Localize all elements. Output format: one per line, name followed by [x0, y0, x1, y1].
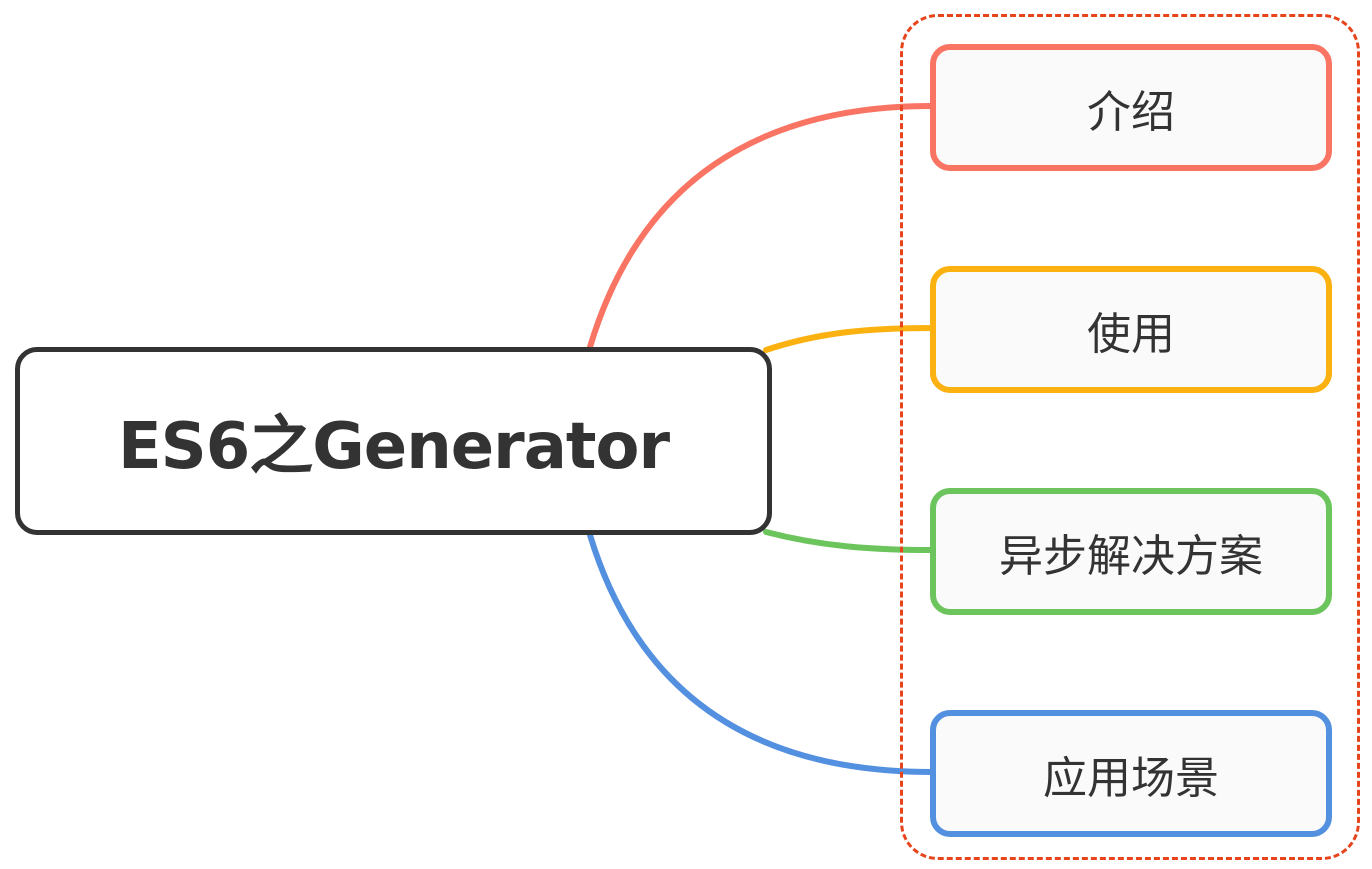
root-node[interactable]: ES6之Generator [15, 347, 772, 535]
connector-intro [587, 103, 935, 350]
topic-label-intro: 介绍 [1087, 86, 1175, 138]
topic-group-frame [900, 14, 1360, 860]
topic-node-async-solution[interactable]: 异步解决方案 [930, 488, 1332, 615]
root-title: ES6之Generator [117, 410, 670, 484]
topic-node-usage[interactable]: 使用 [930, 266, 1332, 393]
topic-label-use-cases: 应用场景 [1043, 752, 1219, 804]
topic-node-use-cases[interactable]: 应用场景 [930, 710, 1332, 837]
connector-usage [763, 325, 935, 353]
topic-label-usage: 使用 [1087, 308, 1175, 360]
topic-label-async-solution: 异步解决方案 [999, 530, 1263, 582]
topic-node-intro[interactable]: 介绍 [930, 44, 1332, 171]
connector-use-cases [587, 532, 935, 775]
connector-async-solution [763, 529, 935, 553]
